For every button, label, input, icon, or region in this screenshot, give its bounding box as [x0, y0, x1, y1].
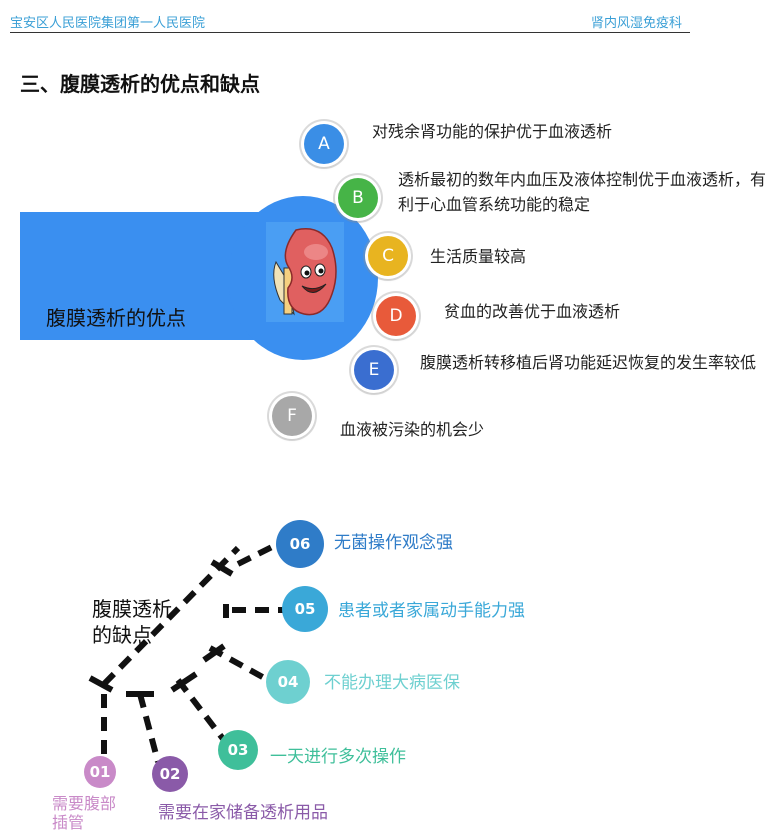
advantage-d-text: 贫血的改善优于血液透析 [444, 302, 621, 321]
disadvantage-04-badge: 04 [266, 660, 310, 704]
advantage-f-text: 血液被污染的机会少 [340, 420, 485, 439]
trunk-line [101, 545, 241, 687]
advantage-c-badge: C [368, 236, 408, 276]
disadvantage-05-badge: 05 [282, 586, 328, 632]
disadvantage-06-text: 无菌操作观念强 [334, 533, 453, 553]
advantage-f-badge: F [272, 396, 312, 436]
disadvantages-title: 腹膜透析 的缺点 [92, 597, 172, 647]
branch-06-line [236, 543, 276, 567]
branch-02-line [137, 693, 161, 763]
kidney-mascot-image [266, 222, 344, 322]
header-divider [10, 32, 690, 33]
disadvantage-06-badge: 06 [276, 520, 324, 568]
advantage-e-text: 腹膜透析转移植后肾功能延迟恢复的发生率较低 [420, 353, 757, 372]
advantage-b-badge: B [338, 178, 378, 218]
kidney-icon [266, 222, 344, 322]
advantage-c-text: 生活质量较高 [430, 247, 527, 266]
disadvantage-03-badge: 03 [218, 730, 258, 770]
advantage-d-badge: D [376, 296, 416, 336]
advantage-a-text: 对残余肾功能的保护优于血液透析 [372, 122, 613, 141]
disadvantage-02-text: 需要在家储备透析用品 [158, 803, 328, 823]
disadvantage-03-text: 一天进行多次操作 [270, 747, 406, 767]
branch-04-line [208, 645, 270, 683]
disadvantage-05-text: 患者或者家属动手能力强 [338, 601, 525, 621]
disadvantage-01-text: 需要腹部 插管 [52, 794, 117, 832]
hospital-name: 宝安区人民医院集团第一人民医院 [10, 16, 206, 31]
advantage-a-badge: A [304, 124, 344, 164]
section-title: 三、腹膜透析的优点和缺点 [20, 72, 260, 96]
department-name: 肾内风湿免疫科 [590, 16, 682, 31]
advantages-title: 腹膜透析的优点 [46, 306, 186, 330]
advantage-e-badge: E [354, 350, 394, 390]
advantage-b-text: 透析最初的数年内血压及液体控制优于血液透析，有利于心血管系统功能的稳定 [398, 170, 767, 214]
disadvantage-01-badge: 01 [84, 756, 116, 788]
disadvantage-04-text: 不能办理大病医保 [324, 673, 460, 693]
advantages-banner [20, 212, 260, 340]
disadvantage-02-badge: 02 [152, 756, 188, 792]
